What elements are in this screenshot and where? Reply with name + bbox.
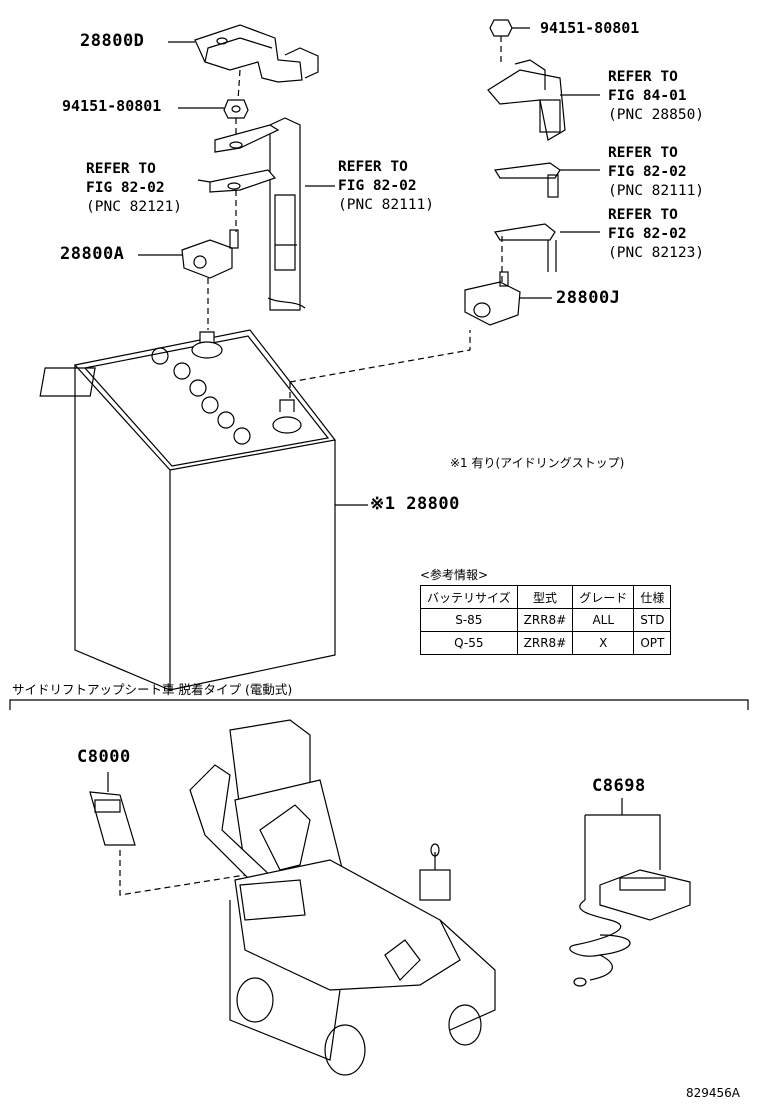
part-28800J-label[interactable]: 28800J bbox=[556, 288, 621, 308]
refer-fig-82-02-pnc-82123[interactable]: REFER TO FIG 82-02 (PNC 82123) bbox=[608, 206, 704, 263]
figure-code: 829456A bbox=[686, 1086, 741, 1100]
part-C8000-label[interactable]: C8000 bbox=[77, 747, 131, 767]
part-28800-label[interactable]: ※1 28800 bbox=[370, 494, 460, 514]
ref-pnc: (PNC 82111) bbox=[338, 197, 435, 213]
part-28800A-label[interactable]: 28800A bbox=[60, 244, 125, 264]
ref-pnc: (PNC 82121) bbox=[86, 199, 183, 215]
table-cell: OPT bbox=[633, 631, 672, 655]
refer-fig-82-02-pnc-82121[interactable]: REFER TO FIG 82-02 (PNC 82121) bbox=[86, 160, 182, 217]
table-cell: ZRR8# bbox=[516, 631, 574, 655]
ref-pnc: (PNC 28850) bbox=[608, 107, 705, 123]
table-header-row: バッテリサイズ 型式 グレード 仕様 bbox=[420, 585, 672, 609]
table-cell: STD bbox=[633, 608, 672, 632]
table-row: Q-55 ZRR8# X OPT bbox=[420, 631, 672, 655]
switch-C8000-drawing bbox=[89, 772, 246, 896]
refer-fig-84-01-pnc-28850[interactable]: REFER TO FIG 84-01 (PNC 28850) bbox=[608, 68, 704, 125]
lift-up-seat-drawing bbox=[189, 719, 496, 1076]
table-cell: ALL bbox=[572, 608, 635, 632]
ref-line: FIG 84-01 bbox=[608, 88, 687, 104]
part-28800D-label[interactable]: 28800D bbox=[80, 31, 145, 51]
ref-line: REFER TO bbox=[608, 69, 678, 85]
ref-line: FIG 82-02 bbox=[338, 178, 417, 194]
idling-stop-note: ※1 有り(アイドリングストップ) bbox=[450, 456, 625, 470]
table-cell: ZRR8# bbox=[516, 608, 574, 632]
terminal-cover-28800D-drawing bbox=[194, 24, 319, 101]
ref-line: FIG 82-02 bbox=[608, 164, 687, 180]
ref-line: REFER TO bbox=[608, 207, 678, 223]
table-cell: Q-55 bbox=[420, 631, 518, 655]
part-94151-left-label[interactable]: 94151-80801 bbox=[62, 97, 162, 115]
section-title: サイドリフトアップシート車 脱着タイプ (電動式) bbox=[12, 682, 293, 697]
ref-line: REFER TO bbox=[338, 159, 408, 175]
header-spec: 仕様 bbox=[633, 585, 672, 609]
ref-pnc: (PNC 82111) bbox=[608, 183, 705, 199]
reference-table-title: <参考情報> bbox=[420, 568, 489, 582]
refer-fig-82-02-pnc-82111-right[interactable]: REFER TO FIG 82-02 (PNC 82111) bbox=[608, 144, 704, 201]
part-C8698-label[interactable]: C8698 bbox=[592, 776, 646, 796]
battery-cable-drawing bbox=[209, 117, 306, 311]
ref-line: FIG 82-02 bbox=[86, 180, 165, 196]
nut-left-drawing bbox=[223, 99, 249, 140]
refer-fig-82-02-pnc-82111-mid[interactable]: REFER TO FIG 82-02 (PNC 82111) bbox=[338, 158, 434, 215]
right-assembly-drawing bbox=[464, 19, 566, 326]
table-row: S-85 ZRR8# ALL STD bbox=[420, 608, 672, 632]
table-cell: X bbox=[572, 631, 635, 655]
header-model: 型式 bbox=[516, 585, 574, 609]
ref-line: REFER TO bbox=[86, 161, 156, 177]
terminal-28800A-drawing bbox=[181, 229, 239, 330]
reference-table: バッテリサイズ 型式 グレード 仕様 S-85 ZRR8# ALL STD Q-… bbox=[420, 585, 672, 655]
ref-line: FIG 82-02 bbox=[608, 226, 687, 242]
ref-pnc: (PNC 82123) bbox=[608, 245, 705, 261]
header-grade: グレード bbox=[572, 585, 635, 609]
battery-drawing bbox=[39, 329, 471, 691]
ref-line: REFER TO bbox=[608, 145, 678, 161]
part-94151-right-label[interactable]: 94151-80801 bbox=[540, 19, 640, 37]
table-cell: S-85 bbox=[420, 608, 518, 632]
header-battery-size: バッテリサイズ bbox=[420, 585, 518, 609]
controller-C8698-drawing bbox=[569, 798, 691, 987]
